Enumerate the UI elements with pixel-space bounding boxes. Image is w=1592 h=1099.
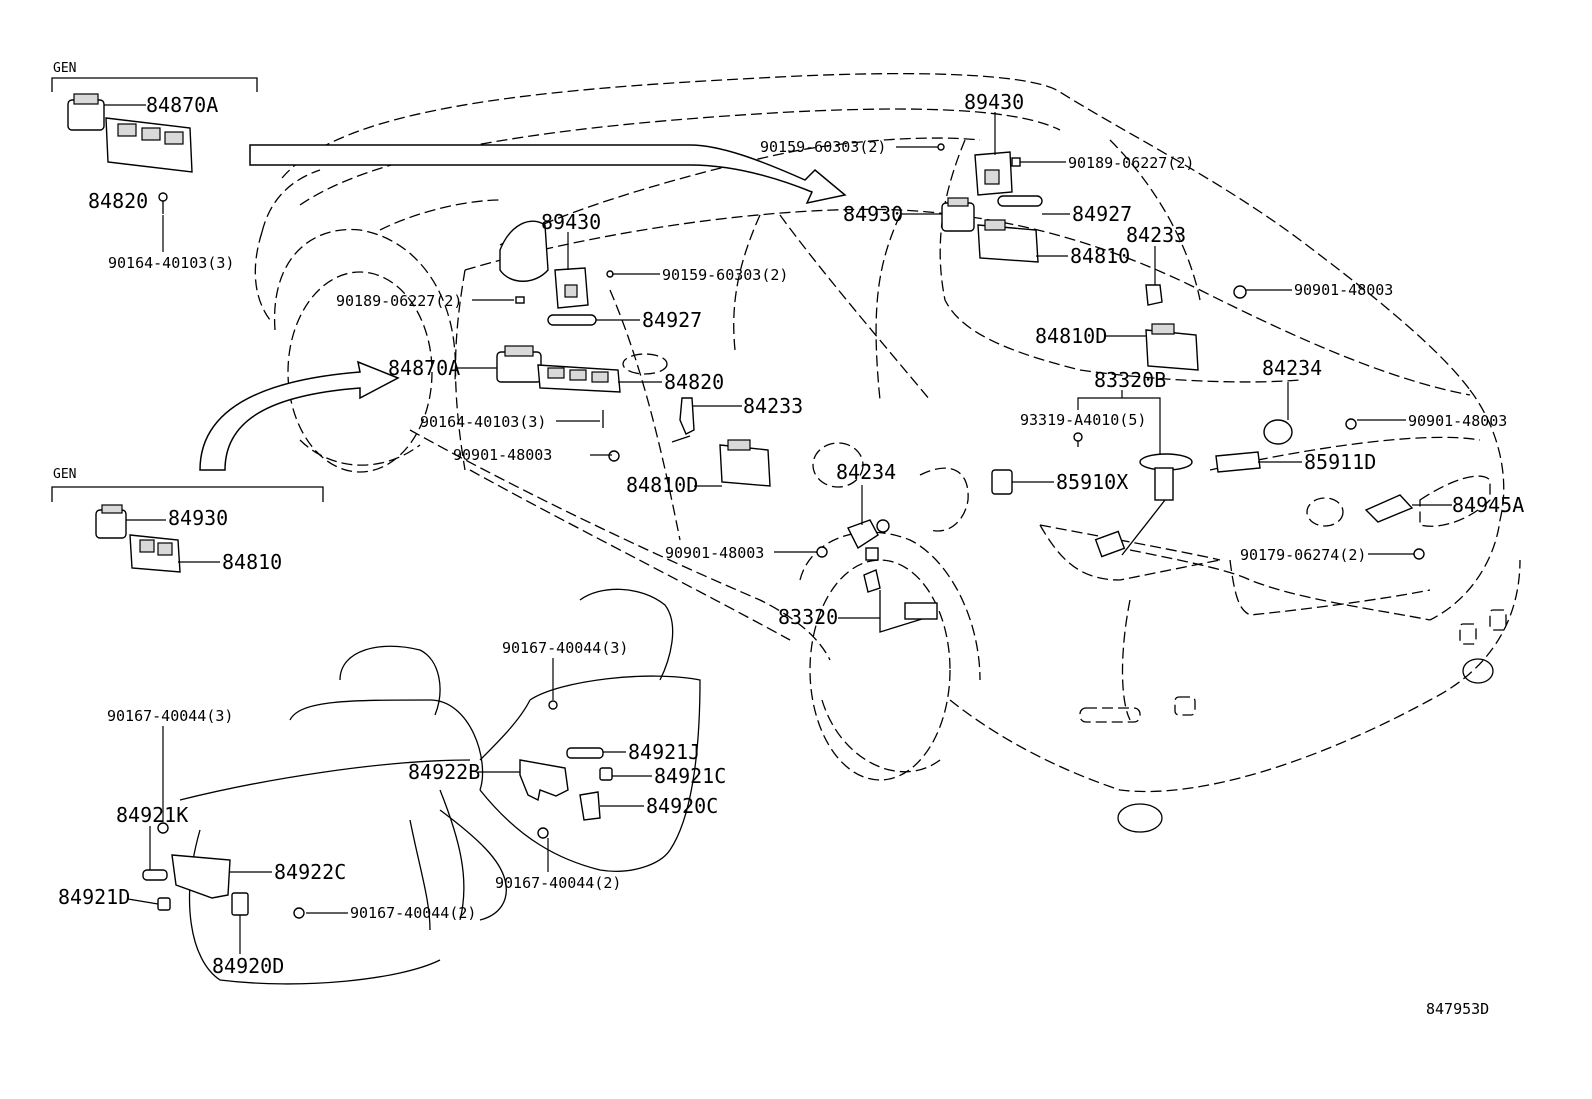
label-84233-rear: 84233 (1126, 223, 1186, 247)
screw-gen (158, 192, 168, 214)
label-83320: 83320 (778, 605, 838, 629)
label-89430-front: 89430 (541, 210, 601, 234)
part-labels: 84870A 84820 90164-40103(3) 84930 84810 … (58, 90, 1524, 1018)
label-84930-gen: 84930 (168, 506, 228, 530)
label-85910X: 85910X (1056, 470, 1128, 494)
harness-83320 (863, 547, 938, 633)
label-84810-rear: 84810 (1070, 244, 1130, 268)
label-84921C: 84921C (654, 764, 726, 788)
label-90901-front: 90901-48003 (453, 446, 552, 464)
sensor-84233-rear (1145, 284, 1163, 306)
master-switch-84820-gen (105, 117, 193, 173)
group-bracket-bottom: GEN (51, 467, 324, 502)
leader-lines (104, 104, 1452, 954)
door-module-89430-rear (974, 151, 1013, 196)
label-90167-left-a: 90167-40044(3) (107, 707, 233, 725)
label-90164-front: 90164-40103(3) (420, 413, 546, 431)
rear-seat-outline (179, 645, 484, 985)
switch-84810D-front (719, 439, 771, 487)
car-body-outline (254, 72, 1521, 833)
label-90167-left-b: 90167-40044(2) (350, 904, 476, 922)
label-84930-rear: 84930 (843, 202, 903, 226)
label-90901-rear-a: 90901-48003 (1294, 281, 1393, 299)
label-84234-rear: 84234 (1262, 356, 1322, 380)
label-90189-front: 90189-06227(2) (336, 292, 462, 310)
part-shapes (67, 93, 1425, 985)
switch-84820-front (537, 364, 621, 393)
label-90167-front-a: 90167-40044(3) (502, 639, 628, 657)
label-84945A: 84945A (1452, 493, 1524, 517)
switch-84920D (231, 892, 249, 916)
knob-84921C (599, 767, 613, 781)
sensor-84234-rear (1263, 419, 1293, 445)
label-90159-rear: 90159-60303(2) (760, 138, 886, 156)
label-90167-front-b: 90167-40044(2) (495, 874, 621, 892)
label-90189-rear: 90189-06227(2) (1068, 154, 1194, 172)
label-90164-gen: 90164-40103(3) (108, 254, 234, 272)
switch-84920C (579, 791, 601, 821)
sensor-84234-mid (847, 519, 890, 550)
label-84922B: 84922B (408, 760, 480, 784)
label-84922C: 84922C (274, 860, 346, 884)
label-84870A-front: 84870A (388, 356, 460, 380)
front-arrow-to-door (249, 144, 847, 205)
label-84927-rear: 84927 (1072, 202, 1132, 226)
label-85911D: 85911D (1304, 450, 1376, 474)
label-84920D: 84920D (212, 954, 284, 978)
label-84810D-front: 84810D (626, 473, 698, 497)
knob-84921D (157, 897, 171, 911)
switch-84921J (566, 747, 604, 759)
label-90179: 90179-06274(2) (1240, 546, 1366, 564)
switch-84930-gen (95, 504, 127, 539)
label-84820-gen: 84820 (88, 189, 148, 213)
label-84820-front: 84820 (664, 370, 724, 394)
label-90159-front: 90159-60303(2) (662, 266, 788, 284)
label-84810D-rear: 84810D (1035, 324, 1107, 348)
part-85910X (991, 469, 1013, 495)
label-90901-mid: 90901-48003 (665, 544, 764, 562)
base-84922B (519, 759, 569, 802)
group-bracket-top: GEN (51, 61, 258, 92)
switch-84945A (1364, 494, 1414, 523)
fuel-sender-83320B (1121, 453, 1193, 556)
front-seat-outline (439, 588, 701, 921)
label-84234-mid: 84234 (836, 460, 896, 484)
label-93319: 93319-A4010(5) (1020, 411, 1146, 429)
label-84927-front: 84927 (642, 308, 702, 332)
switch-84810-rear (977, 219, 1039, 263)
door-module-89430-front (554, 267, 589, 309)
label-90901-rear-b: 90901-48003 (1408, 412, 1507, 430)
label-84810-gen: 84810 (222, 550, 282, 574)
group-title: GEN (53, 61, 76, 76)
switch-84930-rear (941, 197, 975, 232)
label-84233-front: 84233 (743, 394, 803, 418)
switch-84870A-front (496, 345, 542, 383)
switch-84810-gen (129, 534, 181, 573)
label-89430-rear: 89430 (964, 90, 1024, 114)
base-84922C (171, 854, 231, 899)
label-84870A-gen: 84870A (146, 93, 218, 117)
label-84920C: 84920C (646, 794, 718, 818)
label-84921J: 84921J (628, 740, 700, 764)
label-84921K: 84921K (116, 803, 188, 827)
label-83320B: 83320B (1094, 368, 1166, 392)
diagram-id: 847953D (1426, 1000, 1489, 1018)
label-84921D: 84921D (58, 885, 130, 909)
front-arrow-to-group (199, 360, 400, 471)
group-title: GEN (53, 467, 76, 482)
switch-84810D-rear (1145, 323, 1199, 371)
module-85911D (1215, 451, 1261, 473)
switch-84870A-gen (67, 93, 105, 131)
sensor-84233-front (679, 397, 695, 435)
switch-84921K (142, 869, 168, 881)
